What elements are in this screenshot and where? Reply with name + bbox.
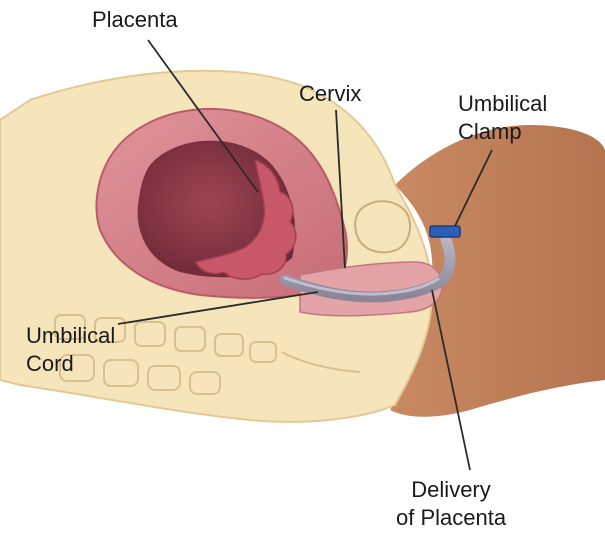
label-delivery-of-placenta: Delivery of Placenta bbox=[396, 476, 506, 532]
label-umbilical-cord: Umbilical Cord bbox=[26, 322, 115, 378]
label-umbilical-clamp-line-1: Umbilical bbox=[458, 90, 547, 118]
umbilical-clamp bbox=[430, 226, 460, 237]
label-cervix-text: Cervix bbox=[299, 80, 361, 108]
label-delivery-line-1: Delivery bbox=[396, 476, 506, 504]
label-umbilical-cord-line-2: Cord bbox=[26, 350, 115, 378]
label-placenta-text: Placenta bbox=[92, 6, 178, 34]
label-umbilical-clamp-line-2: Clamp bbox=[458, 118, 547, 146]
label-placenta: Placenta bbox=[92, 6, 178, 34]
label-umbilical-clamp: Umbilical Clamp bbox=[458, 90, 547, 146]
label-cervix: Cervix bbox=[299, 80, 361, 108]
label-umbilical-cord-line-1: Umbilical bbox=[26, 322, 115, 350]
label-delivery-line-2: of Placenta bbox=[396, 504, 506, 532]
